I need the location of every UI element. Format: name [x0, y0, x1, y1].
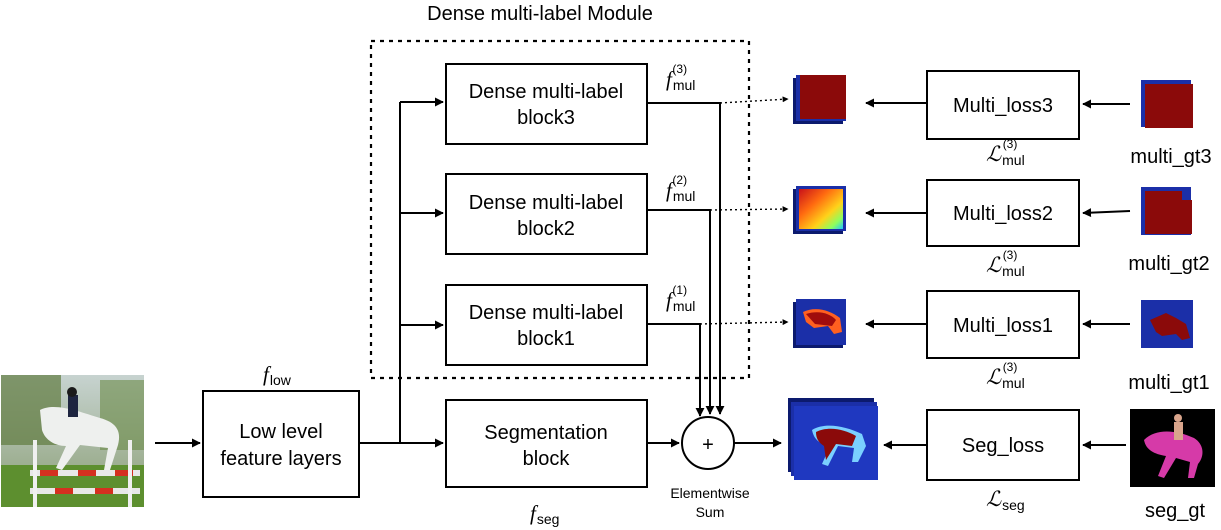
module-title: Dense multi-label Module	[427, 3, 653, 25]
multi-loss2-box	[926, 179, 1080, 247]
sum-symbol: +	[702, 434, 714, 456]
low-level-line2: feature layers	[220, 448, 341, 470]
feature-label-f-seg: fseg	[530, 501, 559, 527]
gt-map-2	[1141, 187, 1192, 235]
gt2-label: multi_gt2	[1128, 253, 1209, 275]
dense-block3-line2: block3	[517, 107, 575, 129]
gt1-label: multi_gt1	[1128, 372, 1209, 394]
multi-loss1-label: Multi_loss1	[953, 315, 1053, 337]
multi-loss2-label: Multi_loss2	[953, 203, 1053, 225]
loss-symbol-mul1: ℒmul(3)	[986, 360, 1025, 391]
feature-label-f-mul3: fmul(3)	[666, 62, 695, 93]
prediction-map-1	[793, 299, 846, 348]
dense-block3-box	[445, 63, 648, 145]
loss-symbol-seg: ℒseg	[986, 487, 1025, 513]
multi-loss3-box	[926, 70, 1080, 140]
multi-loss3-label: Multi_loss3	[953, 95, 1053, 117]
segmentation-line1: Segmentation	[484, 422, 607, 444]
dense-block1-box	[445, 284, 648, 366]
seg-loss-box	[926, 409, 1080, 481]
loss-symbol-mul2: ℒmul(3)	[986, 248, 1025, 279]
gt-map-1	[1141, 300, 1193, 348]
dense-block2-box	[445, 173, 648, 255]
seg-loss-label: Seg_loss	[962, 435, 1044, 457]
feature-label-f-mul1: fmul(1)	[666, 283, 695, 314]
dense-block2-line2: block2	[517, 218, 575, 240]
loss-symbol-mul3: ℒmul(3)	[986, 137, 1025, 168]
seg-gt-label: seg_gt	[1145, 500, 1205, 522]
feature-label-f-mul2: fmul(2)	[666, 173, 695, 204]
gt3-label: multi_gt3	[1130, 146, 1211, 168]
sum-caption-line2: Sum	[696, 504, 725, 520]
connections	[155, 96, 1131, 450]
prediction-map-2	[793, 186, 846, 234]
sum-caption-line1: Elementwise	[670, 485, 750, 501]
module-boundary	[369, 39, 751, 380]
dense-block1-line2: block1	[517, 328, 575, 350]
segmentation-block-box	[445, 399, 648, 488]
prediction-map-seg	[788, 398, 878, 480]
feature-label-f-low: flow	[263, 362, 292, 388]
input-image	[1, 375, 144, 507]
dense-block3-line1: Dense multi-label	[469, 81, 624, 103]
multi-loss1-box	[926, 290, 1080, 359]
low-level-feature-box	[202, 390, 360, 498]
dense-block1-line1: Dense multi-label	[469, 302, 624, 324]
dense-block2-line1: Dense multi-label	[469, 192, 624, 214]
prediction-map-3	[793, 75, 846, 124]
segmentation-line2: block	[523, 448, 571, 470]
seg-gt-mask	[1130, 409, 1215, 487]
low-level-line1: Low level	[239, 421, 322, 443]
gt-map-3	[1141, 80, 1193, 128]
